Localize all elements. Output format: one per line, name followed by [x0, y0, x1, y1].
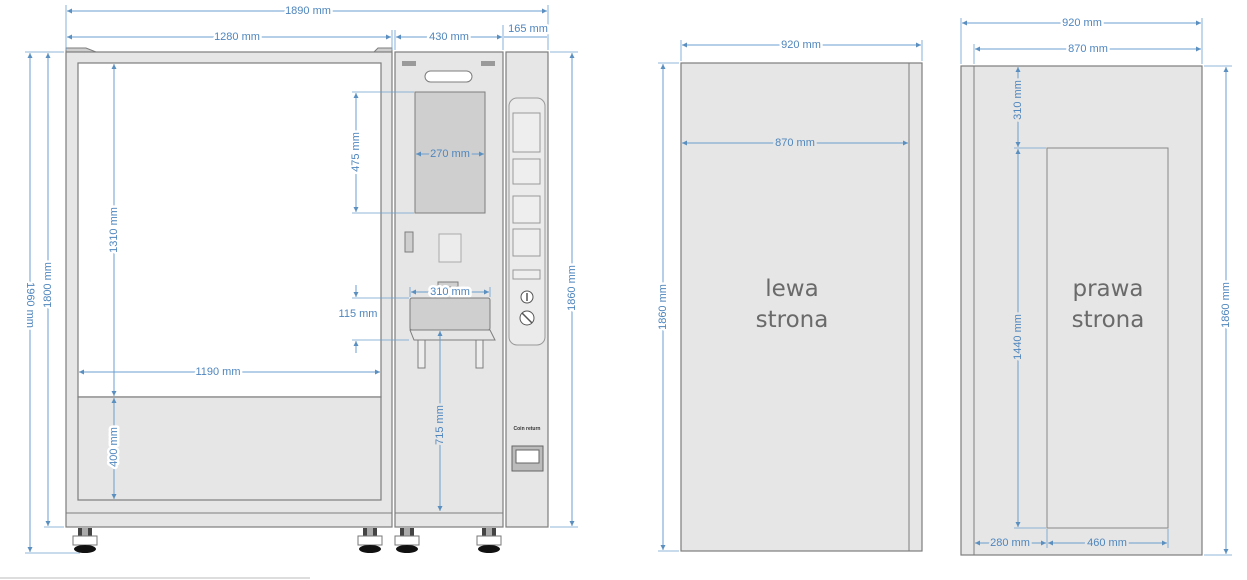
- vent-icon: [481, 61, 495, 66]
- dim-right-height: 1860 mm: [566, 265, 578, 311]
- feet: [72, 528, 502, 553]
- foot-icon: [357, 528, 383, 553]
- dim-door-height: 1440 mm: [1012, 314, 1024, 360]
- dim-cabinet-height: 1800 mm: [42, 262, 54, 308]
- dim-tray-width: 310 mm: [430, 286, 470, 298]
- dim-right-height: 1860 mm: [1220, 282, 1232, 328]
- dim-window-width: 1190 mm: [195, 366, 240, 378]
- tray-shelf: [409, 329, 496, 341]
- front-dimensions: 1890 mm 1280 mm 430 mm 165 mm 1960 mm 18…: [22, 2, 580, 554]
- side-door: [1046, 147, 1169, 529]
- dim-left-inner-width: 870 mm: [775, 137, 815, 149]
- dim-lower-panel-height: 400 mm: [108, 427, 120, 467]
- left-side-label-line1: lewa: [765, 276, 818, 302]
- dim-left-offset: 280 mm: [990, 537, 1030, 549]
- dim-right-inner-width: 870 mm: [1068, 43, 1108, 55]
- left-side-label-line2: strona: [756, 307, 829, 333]
- dim-total-height: 1960 mm: [24, 282, 36, 328]
- dim-left-height: 1860 mm: [657, 284, 669, 330]
- left-side-view: lewa strona 920 mm 870 mm 1860 mm: [654, 36, 923, 552]
- pickup-tray: [409, 297, 491, 331]
- right-side-label-line2: strona: [1072, 307, 1145, 333]
- foot-icon: [394, 528, 420, 553]
- dim-screen-width: 270 mm: [430, 148, 470, 160]
- dim-tray-height: 115 mm: [339, 308, 378, 320]
- front-view: Coin return 1890 mm 1280 mm 430 mm 165 m: [22, 2, 580, 554]
- lower-panel: [77, 396, 382, 501]
- dim-window-height: 1310 mm: [108, 207, 120, 253]
- glass-window: [77, 62, 382, 398]
- card-slot: [424, 70, 473, 83]
- dim-screen-height: 475 mm: [350, 132, 362, 172]
- dim-right-width: 920 mm: [1062, 17, 1102, 29]
- foot-icon: [476, 528, 502, 553]
- dim-door-width: 460 mm: [1087, 537, 1127, 549]
- dim-middle-width: 430 mm: [429, 31, 469, 43]
- right-side-view: prawa strona 920 mm 870 mm 310 mm 1440 m…: [960, 14, 1234, 556]
- dim-total-width: 1890 mm: [285, 5, 331, 17]
- dim-left-width: 920 mm: [781, 39, 821, 51]
- left-cabinet: [65, 47, 393, 528]
- vent-icon: [402, 61, 416, 66]
- right-section: Coin return: [505, 51, 549, 528]
- coin-return-label: Coin return: [514, 426, 541, 432]
- dim-top-offset: 310 mm: [1012, 80, 1024, 120]
- keypad: [438, 233, 462, 263]
- right-side-label-line1: prawa: [1072, 276, 1143, 302]
- foot-icon: [72, 528, 98, 553]
- dim-tray-floor-height: 715 mm: [434, 405, 446, 445]
- bill-slot: [404, 231, 414, 253]
- dim-right-width: 165 mm: [508, 23, 548, 35]
- dim-left-width: 1280 mm: [214, 31, 260, 43]
